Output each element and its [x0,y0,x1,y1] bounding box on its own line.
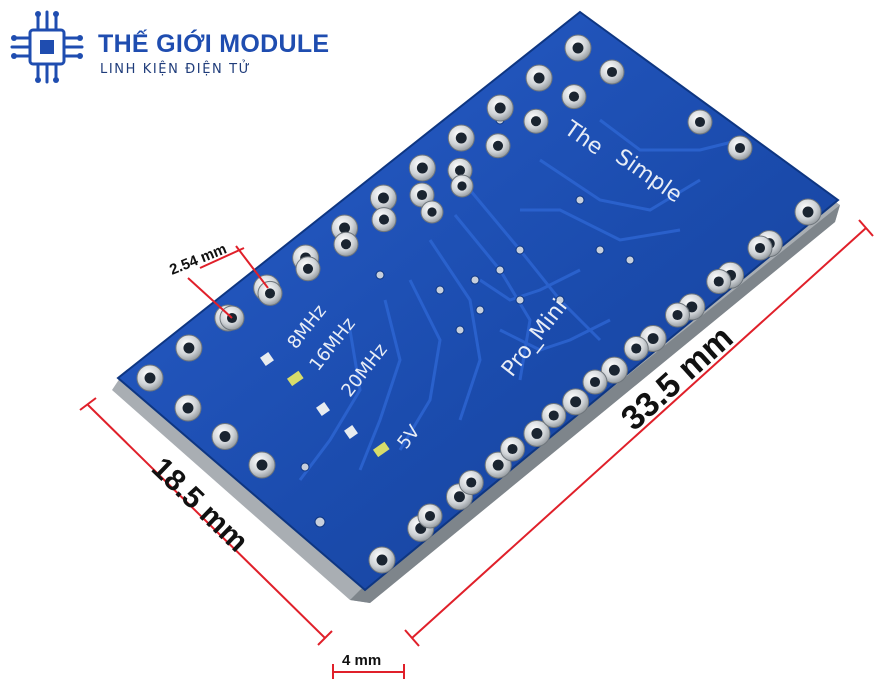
pad-hole [686,301,698,313]
pad-hole [466,477,477,488]
pad-hole [507,443,518,455]
pad-hole [144,372,156,384]
pad-hole [606,66,618,78]
pad-hole [424,510,436,522]
jumper-pads [260,352,390,458]
pad-hole [568,91,580,102]
label-pitch: 2.54 mm [167,240,229,278]
pad-hole [492,459,504,471]
circuit-chip-logo-icon [10,10,84,84]
pad-hole [377,192,389,204]
brand-subtitle: LINH KIỆN ĐIỆN TỬ [100,62,252,77]
brand-title: THẾ GIỚI MODULE [98,30,330,58]
header-pins-end-row [174,394,276,479]
pad-hole [453,491,465,503]
pad-hole [416,162,428,174]
pad-hole [589,376,601,388]
pad-hole [494,102,506,114]
pad-hole [340,239,352,250]
pad-hole [427,207,437,217]
pcb-edge-shadow [350,205,840,603]
pad-hole [533,72,545,84]
pad-hole [548,410,559,421]
pad-hole [457,181,467,191]
pad-hole [376,554,388,566]
pad-hole [492,140,504,151]
pad-hole [802,206,814,218]
pad-hole [219,431,231,442]
pad-hole [183,342,195,354]
pcb-board [116,10,840,592]
dimension-thickness [332,664,405,679]
pcb-traces [298,118,741,481]
pad-hole [339,222,351,234]
pad-hole [416,189,428,201]
pcb-vias [300,115,635,528]
dimension-pitch [187,245,269,319]
pad-hole [182,402,194,414]
pad-hole [264,288,276,299]
pad-hole [672,309,683,321]
header-pins-right-inner-row [417,235,773,529]
pad-hole [570,396,582,408]
pad-hole [378,214,390,225]
pad-hole [754,242,766,254]
pad-hole [734,142,746,154]
pad-hole [631,343,642,354]
pad-hole [713,276,724,287]
label-thickness: 4 mm [342,652,381,669]
pad-hole [531,427,543,439]
dimension-width [79,397,333,646]
pad-hole [454,165,466,176]
pad-hole [647,333,659,345]
pad-hole [694,116,706,128]
pad-hole [572,42,584,54]
pad-hole [256,459,268,471]
brand-logo: THẾ GIỚI MODULE LINH KIỆN ĐIỆN TỬ [8,8,338,88]
pad-hole [608,364,620,376]
pad-hole [302,263,314,274]
dimension-length [404,219,874,647]
pad-hole [455,132,467,144]
pad-hole [530,116,542,127]
